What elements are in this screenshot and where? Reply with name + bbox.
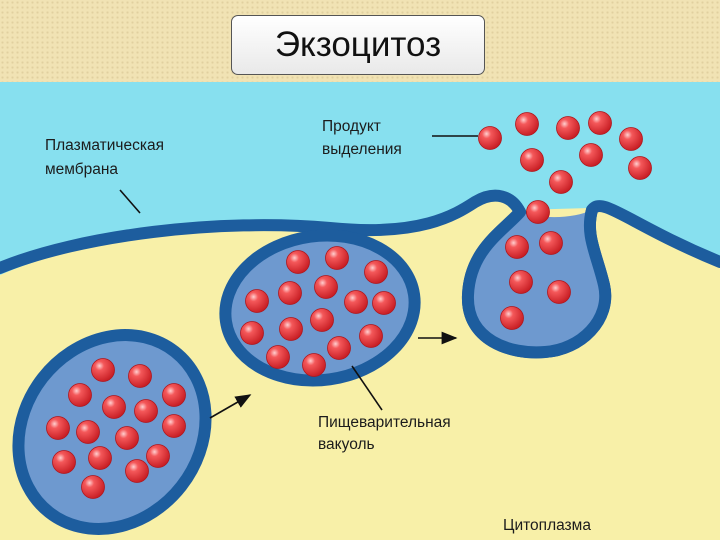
cytoplasm-label: Цитоплазма <box>503 517 591 534</box>
granule <box>515 112 539 136</box>
granule <box>125 459 149 483</box>
granule <box>314 275 338 299</box>
granule <box>344 290 368 314</box>
granule <box>91 358 115 382</box>
granule <box>628 156 652 180</box>
granule <box>588 111 612 135</box>
vacuole-label-line-2: вакуоль <box>318 436 375 453</box>
granule <box>547 280 571 304</box>
granule <box>310 308 334 332</box>
title-banner: Экзоцитоз <box>0 0 720 82</box>
vacuole-label-line-1: Пищеварительная <box>318 414 451 431</box>
granule <box>146 444 170 468</box>
granule <box>162 414 186 438</box>
arrow-vacuole-move <box>209 394 252 419</box>
product-label: Продукт выделения <box>322 118 402 158</box>
granule <box>115 426 139 450</box>
granule <box>134 399 158 423</box>
granule <box>556 116 580 140</box>
granule <box>526 200 550 224</box>
granule <box>579 143 603 167</box>
granule <box>302 353 326 377</box>
granule <box>266 345 290 369</box>
granule <box>76 420 100 444</box>
granule <box>327 336 351 360</box>
granule <box>240 321 264 345</box>
membrane-label-line-1: Плазматическая <box>45 137 164 154</box>
secretory-granules <box>46 111 652 499</box>
granule <box>359 324 383 348</box>
granule <box>52 450 76 474</box>
granule <box>245 289 269 313</box>
granule <box>128 364 152 388</box>
granule <box>325 246 349 270</box>
granule <box>372 291 396 315</box>
product-label-line-1: Продукт <box>322 118 381 135</box>
membrane-label: Плазматическая мембрана <box>45 137 168 178</box>
granule <box>102 395 126 419</box>
granule <box>364 260 388 284</box>
exocytosis-diagram: Плазматическая мембрана Продукт выделени… <box>0 82 720 540</box>
membrane-label-line-2: мембрана <box>45 161 118 178</box>
granule <box>68 383 92 407</box>
slide-title: Экзоцитоз <box>231 15 485 75</box>
granule <box>46 416 70 440</box>
granule <box>478 126 502 150</box>
granule <box>278 281 302 305</box>
granule <box>88 446 112 470</box>
granule <box>162 383 186 407</box>
granule <box>500 306 524 330</box>
granule <box>539 231 563 255</box>
product-label-line-2: выделения <box>322 141 402 158</box>
granule <box>286 250 310 274</box>
granule <box>520 148 544 172</box>
granule <box>505 235 529 259</box>
arrow-membrane <box>119 189 141 214</box>
granule <box>509 270 533 294</box>
granule <box>549 170 573 194</box>
granule <box>279 317 303 341</box>
vacuole-lower <box>12 329 212 535</box>
granule <box>619 127 643 151</box>
arrow-vacuole <box>351 365 383 411</box>
vacuole-label: Пищеварительная вакуоль <box>318 414 455 453</box>
granule <box>81 475 105 499</box>
